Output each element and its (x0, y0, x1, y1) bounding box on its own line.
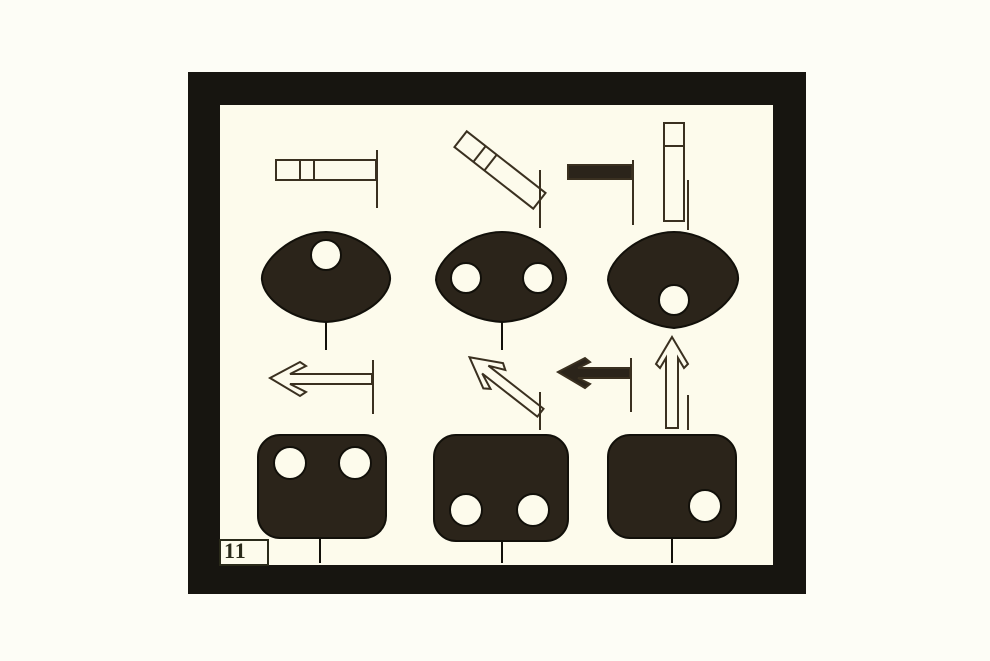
signal-board-1 (257, 434, 387, 563)
signal-disc-1 (260, 230, 392, 350)
semaphore-arm-short (567, 160, 634, 225)
arrow-left (267, 360, 374, 414)
semaphore-arm-vertical (663, 122, 689, 230)
label-box (219, 539, 269, 566)
signal-board-2 (433, 434, 569, 563)
slide-number-label: 11 (224, 538, 247, 563)
arrow-up (654, 335, 690, 430)
signal-disc-3 (606, 230, 740, 330)
signal-disc-2 (434, 230, 568, 350)
arrow-left-short (555, 356, 632, 412)
signal-board-3 (607, 434, 737, 563)
semaphore-arm-horizontal (275, 150, 378, 208)
